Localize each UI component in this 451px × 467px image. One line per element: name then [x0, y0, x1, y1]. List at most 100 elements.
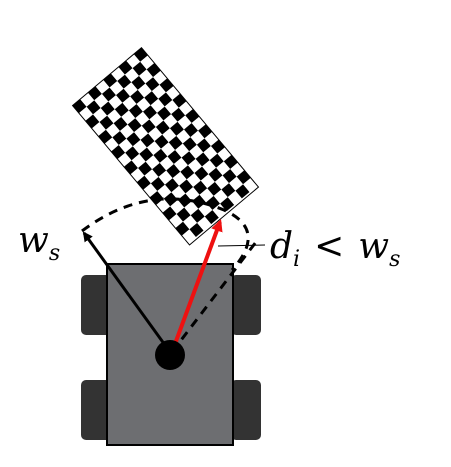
checker-cell	[164, 100, 179, 115]
checker-cell	[216, 161, 231, 176]
checker-cell	[108, 95, 123, 110]
checkerboard-cells	[72, 47, 258, 244]
checker-cell	[134, 125, 149, 140]
checker-cell	[170, 199, 185, 214]
checker-cell	[155, 120, 170, 135]
checker-cell	[109, 81, 124, 96]
checker-cell	[227, 190, 242, 205]
checker-cell	[158, 170, 173, 185]
checker-cell	[131, 153, 146, 169]
checker-cell	[99, 115, 114, 130]
checker-cell	[144, 169, 159, 184]
checker-cell	[132, 139, 147, 154]
label-ws: ws	[18, 220, 60, 266]
checker-cell	[140, 133, 155, 148]
checker-cell	[212, 203, 227, 218]
checker-cell	[139, 69, 154, 84]
checker-cell	[139, 147, 154, 162]
checker-cell	[142, 105, 158, 120]
checker-cell	[184, 201, 199, 216]
checker-cell	[117, 74, 132, 89]
checker-cell	[182, 137, 197, 152]
dashed-arc	[81, 197, 250, 272]
checker-cell	[150, 176, 165, 192]
checker-cell	[149, 112, 164, 127]
label-di-lt-ws: di<ws	[270, 226, 400, 272]
checker-cell	[169, 121, 185, 136]
checker-cell	[175, 143, 190, 158]
checker-cell	[141, 119, 156, 134]
checker-cell	[127, 118, 142, 133]
checker-cell	[164, 178, 180, 193]
checker-cell	[122, 96, 137, 111]
checker-cell	[222, 168, 237, 184]
checker-cell	[177, 115, 192, 130]
dashed-radius-line	[170, 241, 258, 353]
label-rhs-var: w	[358, 226, 389, 267]
checkerboard-border	[71, 46, 260, 246]
checker-cell	[179, 179, 194, 194]
label-lt-op: <	[314, 226, 344, 267]
checker-cell	[173, 157, 188, 172]
checker-cell	[148, 126, 163, 142]
checker-cell	[146, 141, 162, 156]
di-arrow	[170, 219, 223, 353]
checker-cell	[120, 124, 135, 139]
checker-cell	[100, 101, 115, 116]
checker-cell	[184, 123, 199, 138]
checker-cell	[123, 82, 138, 97]
checker-cell	[121, 110, 136, 125]
checker-cell	[150, 98, 165, 113]
checker-cell	[130, 89, 145, 105]
checker-cell	[171, 107, 186, 122]
checker-cell	[208, 167, 223, 182]
robot-pivot	[155, 340, 185, 370]
checker-cell	[105, 123, 121, 138]
checker-cell	[157, 106, 172, 121]
checker-cell	[145, 77, 160, 92]
checker-cell	[221, 183, 236, 198]
wheel-front-right	[231, 275, 261, 335]
checker-cell	[166, 164, 181, 179]
checker-cell	[189, 144, 204, 159]
checker-cell	[189, 222, 204, 237]
checker-cell	[138, 161, 153, 176]
checker-cell	[125, 146, 140, 161]
checker-cell	[206, 195, 221, 211]
checker-cell	[235, 184, 250, 199]
checker-cell	[202, 160, 217, 175]
label-ws-var: w	[18, 220, 49, 261]
checker-cell	[137, 83, 152, 98]
checker-cell	[136, 97, 151, 112]
checker-cell	[154, 134, 169, 149]
checker-cell	[186, 172, 201, 188]
checker-cell	[203, 146, 218, 161]
ws-arrow	[82, 231, 172, 353]
checker-cell	[94, 93, 109, 108]
checker-cell	[214, 175, 230, 190]
checker-cell	[176, 207, 191, 222]
checker-cell	[180, 165, 195, 180]
checker-cell	[194, 166, 209, 181]
checker-cell	[196, 138, 211, 153]
checker-cell	[113, 116, 128, 131]
checker-cell	[187, 158, 203, 173]
checker-cell	[126, 132, 141, 147]
label-ws-sub: s	[49, 241, 60, 266]
wheel-rear-right	[231, 380, 261, 440]
checker-cell	[220, 197, 235, 212]
checker-cell	[213, 189, 228, 204]
checker-cell	[197, 216, 212, 231]
checker-cell	[124, 68, 140, 83]
checker-cell	[86, 100, 101, 115]
checker-cell	[152, 162, 167, 177]
checker-cell	[167, 149, 182, 165]
checker-cell	[176, 129, 191, 144]
checker-cell	[163, 114, 178, 129]
checker-cell	[195, 152, 210, 167]
checker-cell	[209, 153, 224, 168]
checker-cell	[157, 184, 172, 199]
checker-cell	[190, 208, 205, 223]
label-leader-line	[217, 244, 266, 247]
checker-cell	[116, 88, 131, 103]
